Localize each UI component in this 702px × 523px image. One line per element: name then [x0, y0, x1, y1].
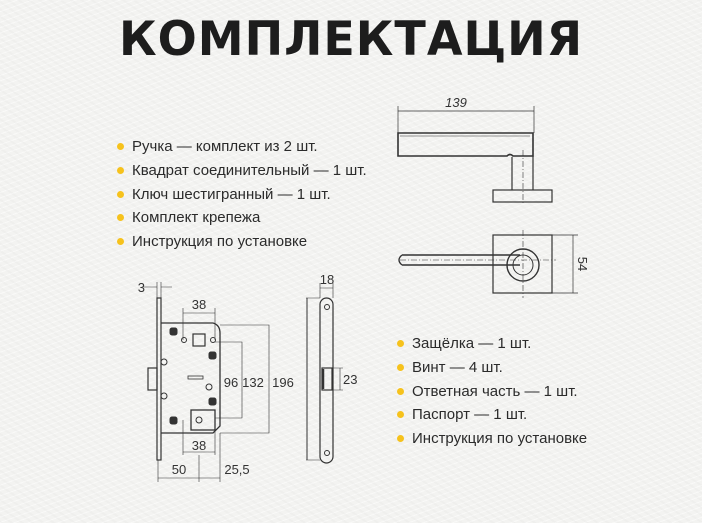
- dim-spindle-bottom: 38: [192, 438, 206, 453]
- dim-body-depth: 25,5: [224, 462, 249, 477]
- dim-strike-width: 18: [320, 272, 334, 287]
- dim-spindle-top: 38: [192, 297, 206, 312]
- list-item: Винт — 4 шт.: [397, 356, 587, 380]
- list-item: Комплект крепежа: [117, 206, 367, 230]
- list-item: Ответная часть — 1 шт.: [397, 380, 587, 404]
- list-item: Паспорт — 1 шт.: [397, 403, 587, 427]
- list-item: Защёлка — 1 шт.: [397, 332, 587, 356]
- handle-front-drawing: 54: [398, 230, 590, 298]
- dim-96: 96: [224, 375, 238, 390]
- handle-set-list: Ручка — комплект из 2 шт. Квадрат соедин…: [117, 135, 367, 254]
- lock-set-list: Защёлка — 1 шт. Винт — 4 шт. Ответная ча…: [397, 332, 587, 451]
- handle-side-drawing: 139: [397, 95, 553, 205]
- dim-handle-length: 139: [445, 95, 467, 110]
- list-item: Инструкция по установке: [397, 427, 587, 451]
- page-title: КОМПЛЕКТАЦИЯ: [119, 12, 584, 67]
- dim-latch-height: 23: [343, 372, 357, 387]
- list-item: Ключ шестигранный — 1 шт.: [117, 183, 367, 207]
- list-item: Квадрат соединительный — 1 шт.: [117, 159, 367, 183]
- dim-backset: 50: [172, 462, 186, 477]
- dim-132: 132: [242, 375, 264, 390]
- lock-body-drawing: 3 38 96 132 196 38 50 25,5: [138, 280, 294, 482]
- strike-plate-drawing: 18 23: [306, 272, 357, 464]
- dim-faceplate-thickness: 3: [138, 280, 145, 295]
- dim-rosette-size: 54: [575, 257, 590, 271]
- list-item: Ручка — комплект из 2 шт.: [117, 135, 367, 159]
- list-item: Инструкция по установке: [117, 230, 367, 254]
- dim-196: 196: [272, 375, 294, 390]
